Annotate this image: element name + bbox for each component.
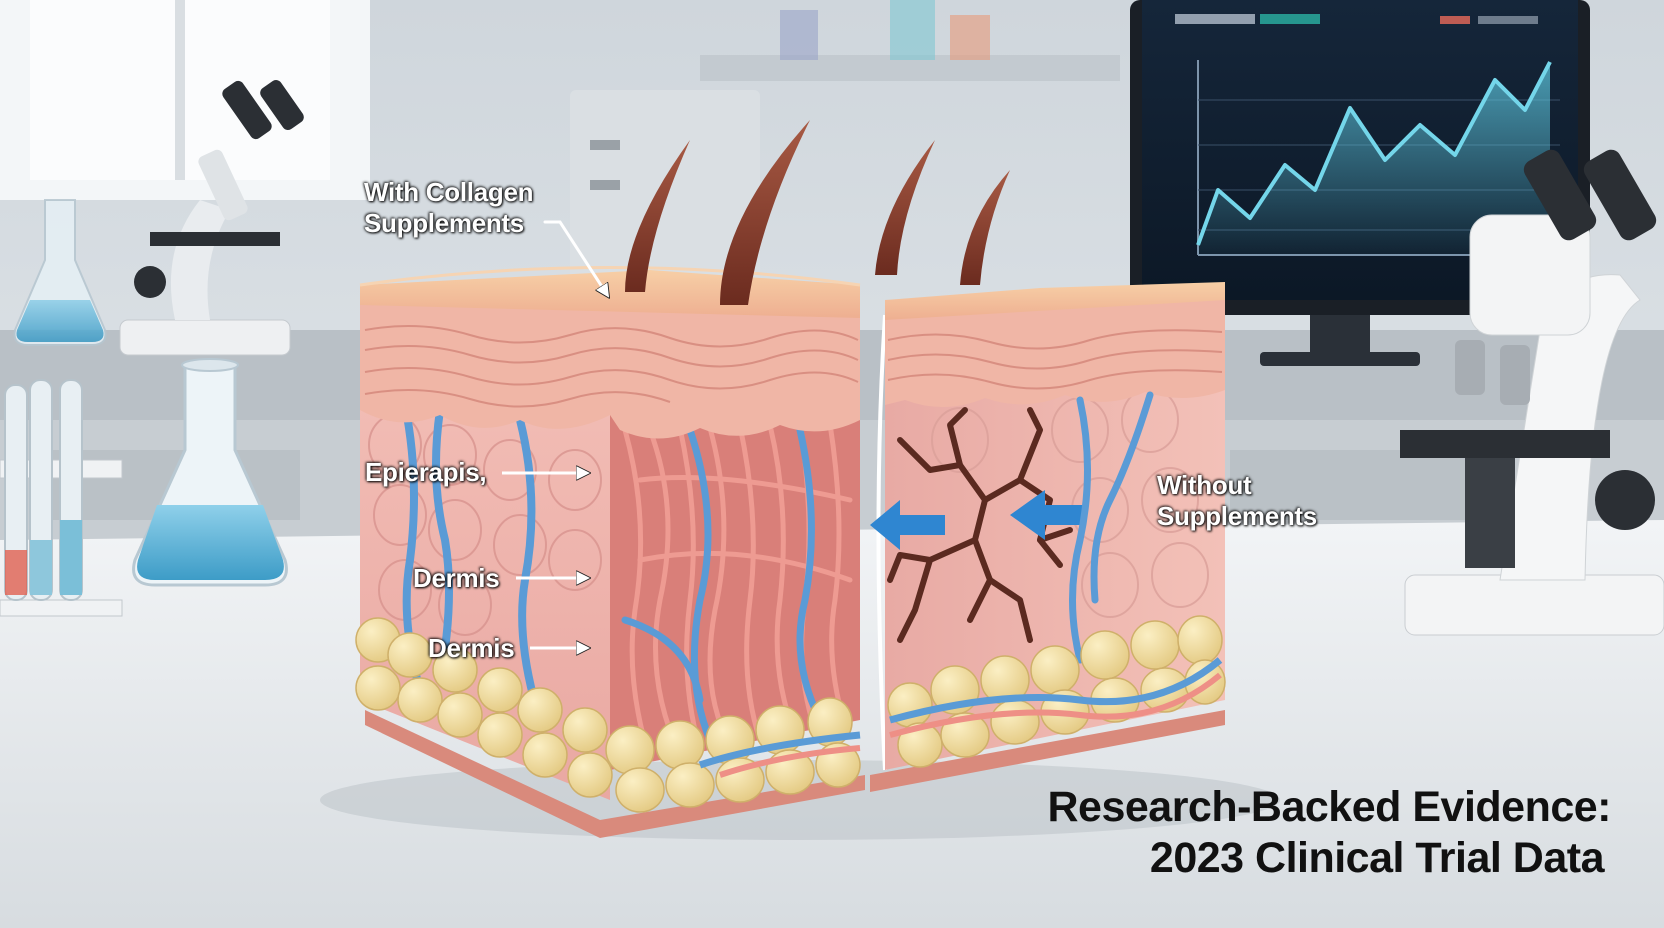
hair-icon [720,120,810,305]
skin-block-with-collagen [355,120,865,838]
microscope-icon [119,79,304,356]
label-dermis-lower: Dermis [428,633,515,663]
label-dermis-upper: Dermis [413,563,500,593]
label-arrows [502,220,608,648]
hair-icon [625,140,690,292]
flask-icon-front [132,358,288,587]
arrow-icon [870,500,945,550]
fat-cells [355,617,861,813]
label-with-collagen-line1: With Collagen [364,177,534,207]
microscope-icon-right [1400,149,1664,636]
label-epidermis: Epierapis, [365,457,487,487]
caption-line1: Research-Backed Evidence: [1047,783,1611,831]
label-without-supplements: Without Supplements [1157,470,1317,532]
label-without-line1: Without [1157,470,1252,500]
caption-line2: 2023 Clinical Trial Data [1149,834,1605,882]
label-with-collagen-line2: Supplements [364,208,524,238]
hair-icon [960,170,1010,285]
test-tube-icon [0,379,123,617]
label-with-collagen: With Collagen Supplements [364,177,534,239]
hair-icon [875,140,935,275]
label-without-line2: Supplements [1157,501,1317,531]
arrow-icon [1010,490,1085,540]
skin-block-without-supplements [870,140,1226,792]
flask-icon [13,199,107,346]
